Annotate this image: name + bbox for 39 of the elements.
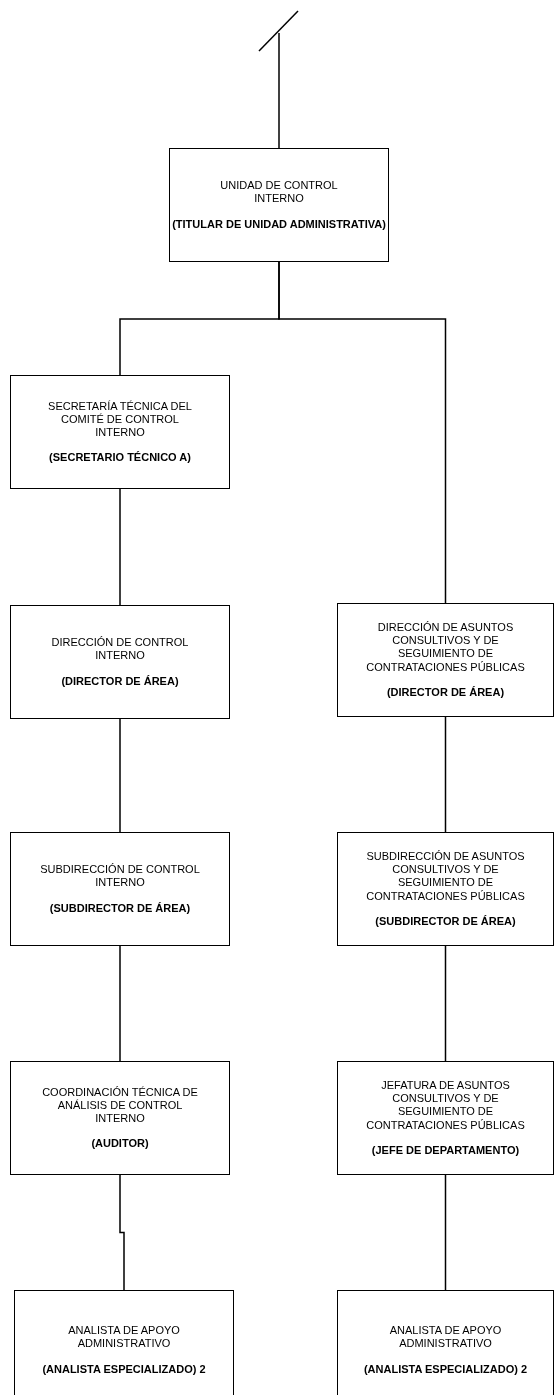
unit-name: JEFATURA DE ASUNTOS CONSULTIVOS Y DE SEGUIMIENTO DE CONTRATACIONES PÚBLICAS	[365, 1079, 526, 1132]
position-title: (AUDITOR)	[91, 1137, 149, 1151]
position-title: (SUBDIRECTOR DE ÁREA)	[375, 914, 516, 928]
position-title: (ANALISTA ESPECIALIZADO) 2	[42, 1362, 206, 1376]
position-title: (DIRECTOR DE ÁREA)	[61, 674, 179, 688]
connector-line	[278, 261, 447, 604]
position-title: (TITULAR DE UNIDAD ADMINISTRATIVA)	[172, 217, 386, 231]
org-unit-box	[10, 605, 230, 719]
unit-name: UNIDAD DE CONTROL INTERNO	[219, 179, 339, 206]
connector-line	[119, 488, 121, 606]
connector-line	[278, 32, 280, 149]
org-unit-box	[169, 148, 389, 262]
connector-line	[119, 945, 121, 1062]
position-title: (SUBDIRECTOR DE ÁREA)	[49, 901, 191, 915]
connector-line	[119, 718, 121, 833]
org-unit-box	[337, 603, 554, 717]
unit-name: ANALISTA DE APOYO ADMINISTRATIVO	[388, 1324, 503, 1351]
unit-name: DIRECCIÓN DE ASUNTOS CONSULTIVOS Y DE SEGUIMIENTO DE CONTRATACIONES PÚBLICAS	[365, 621, 526, 674]
org-unit-box	[10, 832, 230, 946]
org-unit-box	[337, 832, 554, 946]
org-unit-box	[14, 1290, 234, 1395]
position-title: (DIRECTOR DE ÁREA)	[386, 685, 505, 699]
connector-line	[119, 1174, 125, 1291]
position-title: (JEFE DE DEPARTAMENTO)	[371, 1143, 520, 1157]
connector-line	[444, 1174, 447, 1291]
unit-name: SECRETARÍA TÉCNICA DEL COMITÉ DE CONTROL INTERNO	[47, 399, 193, 440]
org-unit-box	[10, 1061, 230, 1175]
org-unit-box	[337, 1290, 554, 1395]
unit-name: SUBDIRECCIÓN DE CONTROL INTERNO	[39, 863, 201, 890]
org-unit-box	[337, 1061, 554, 1175]
org-unit-box	[10, 375, 230, 489]
unit-name: COORDINACIÓN TÉCNICA DE ANÁLISIS DE CONTROL INTERNO	[41, 1085, 199, 1126]
position-title: (ANALISTA ESPECIALIZADO) 2	[363, 1362, 528, 1376]
unit-name: DIRECCIÓN DE CONTROL INTERNO	[50, 636, 190, 663]
connector-line	[444, 945, 447, 1062]
connector-line	[444, 716, 447, 833]
unit-name: ANALISTA DE APOYO ADMINISTRATIVO	[67, 1324, 181, 1351]
position-title: (SECRETARIO TÉCNICO A)	[49, 451, 191, 465]
unit-name: SUBDIRECCIÓN DE ASUNTOS CONSULTIVOS Y DE SEGUIMIENTO DE CONTRATACIONES PÚBLICAS	[365, 850, 526, 903]
